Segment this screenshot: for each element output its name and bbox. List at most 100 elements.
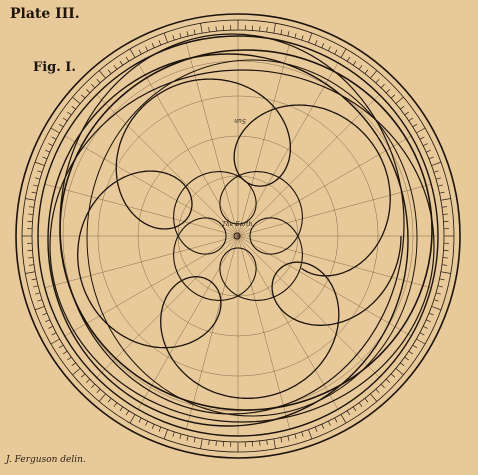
degree-tick — [186, 435, 189, 441]
degree-tick — [67, 356, 72, 361]
degree-tick — [433, 299, 439, 302]
degree-tick — [215, 26, 217, 32]
degree-tick — [404, 356, 409, 361]
degree-tick — [138, 417, 142, 423]
degree-tick — [273, 23, 276, 34]
degree-tick — [426, 149, 431, 153]
degree-tick — [416, 338, 426, 345]
degree-tick — [385, 378, 391, 383]
degree-tick — [215, 440, 217, 446]
degree-tick — [163, 429, 168, 440]
degree-tick — [62, 117, 68, 122]
degree-tick — [314, 40, 318, 46]
degree-tick — [426, 319, 431, 323]
degree-tick — [301, 35, 304, 41]
degree-tick — [48, 325, 54, 329]
degree-tick — [58, 123, 64, 128]
degree-tick — [294, 33, 297, 39]
degree-tick — [287, 435, 290, 441]
sun-label: Sun — [234, 117, 246, 124]
degree-tick — [107, 398, 112, 403]
degree-tick — [50, 127, 60, 134]
degree-tick — [98, 393, 106, 402]
degree-tick — [287, 31, 290, 37]
degree-tick — [437, 285, 443, 288]
degree-tick — [380, 383, 385, 389]
degree-tick — [42, 312, 48, 316]
degree-tick — [439, 278, 445, 281]
degree-tick — [35, 292, 41, 295]
orbit-ellipse — [59, 33, 405, 415]
degree-ticks — [22, 20, 454, 452]
degree-tick — [428, 156, 434, 160]
degree-tick — [163, 32, 168, 43]
degree-tick — [334, 417, 338, 423]
degree-tick — [280, 437, 283, 443]
degree-tick — [85, 378, 91, 383]
degree-tick — [158, 426, 162, 432]
degree-tick — [416, 127, 426, 134]
degree-tick — [273, 438, 276, 449]
degree-tick — [435, 177, 441, 180]
degree-tick — [431, 161, 442, 166]
degree-tick — [441, 206, 447, 208]
degree-tick — [419, 332, 425, 336]
degree-tick — [151, 424, 155, 429]
degree-tick — [91, 83, 96, 89]
degree-tick — [193, 437, 196, 443]
degree-tick — [375, 388, 380, 394]
degree-tick — [422, 325, 428, 329]
degree-tick — [266, 439, 268, 445]
degree-tick — [96, 388, 101, 394]
degree-tick — [172, 35, 175, 41]
degree-tick — [208, 439, 210, 445]
degree-tick — [437, 184, 443, 187]
degree-tick — [45, 319, 50, 323]
degree-tick — [29, 206, 35, 208]
degree-tick — [31, 278, 37, 281]
degree-tick — [358, 402, 363, 407]
degree-tick — [439, 191, 445, 194]
degree-tick — [91, 383, 96, 389]
degree-tick — [431, 306, 442, 311]
star-map-grid — [38, 36, 438, 436]
degree-tick — [308, 32, 313, 43]
degree-tick — [33, 184, 39, 187]
degree-tick — [98, 70, 106, 79]
degree-tick — [113, 65, 118, 70]
degree-tick — [404, 111, 409, 116]
degree-tick — [200, 23, 203, 34]
degree-tick — [208, 27, 210, 33]
degree-tick — [327, 46, 331, 52]
degree-tick — [340, 414, 347, 424]
degree-tick — [364, 398, 369, 403]
degree-tick — [408, 117, 414, 122]
degree-tick — [442, 213, 448, 215]
degree-tick — [395, 96, 404, 104]
degree-tick — [129, 414, 136, 424]
degree-tick — [67, 111, 72, 116]
degree-tick — [107, 69, 112, 74]
degree-tick — [346, 56, 351, 62]
degree-tick — [145, 46, 149, 52]
earth-center — [233, 232, 241, 240]
degree-tick — [433, 170, 439, 173]
degree-tick — [96, 78, 101, 84]
degree-tick — [395, 368, 404, 376]
orbit-ellipse — [86, 59, 418, 417]
ecliptic-ring — [15, 13, 461, 459]
engraver-credit: J. Ferguson delin. — [6, 455, 86, 465]
epicycle-loop-path — [77, 78, 402, 399]
degree-tick — [259, 26, 261, 32]
degree-tick — [145, 420, 149, 426]
degree-tick — [442, 257, 448, 259]
degree-tick — [380, 83, 385, 89]
degree-tick — [50, 338, 60, 345]
degree-tick — [346, 410, 351, 416]
degree-tick — [125, 410, 130, 416]
degree-tick — [400, 362, 405, 367]
orbit-ellipse — [49, 69, 435, 423]
degree-tick — [72, 96, 81, 104]
